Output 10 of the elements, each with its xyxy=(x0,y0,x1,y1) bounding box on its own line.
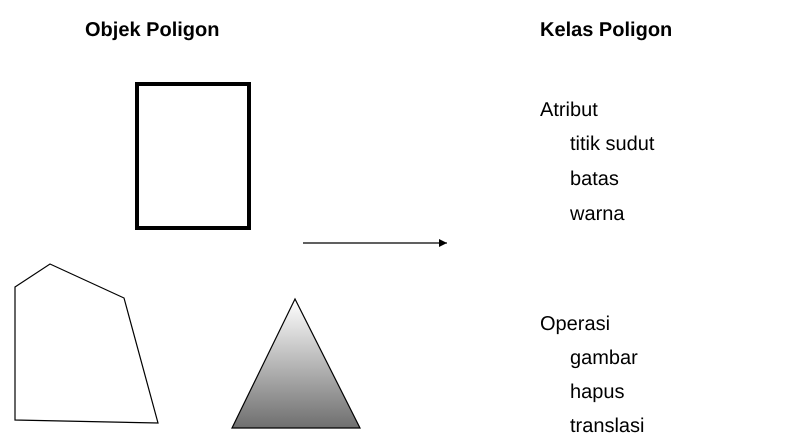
item-label: gambar xyxy=(570,346,638,370)
item-label: translasi xyxy=(570,414,644,438)
section-heading: Objek Poligon xyxy=(85,18,220,42)
item-label: titik sudut xyxy=(570,132,654,156)
item-label: batas xyxy=(570,167,619,191)
item-label: hapus xyxy=(570,380,624,404)
category-label: Operasi xyxy=(540,312,610,336)
section-heading: Kelas Poligon xyxy=(540,18,672,42)
category-label: Atribut xyxy=(540,98,598,122)
item-label: warna xyxy=(570,202,624,226)
